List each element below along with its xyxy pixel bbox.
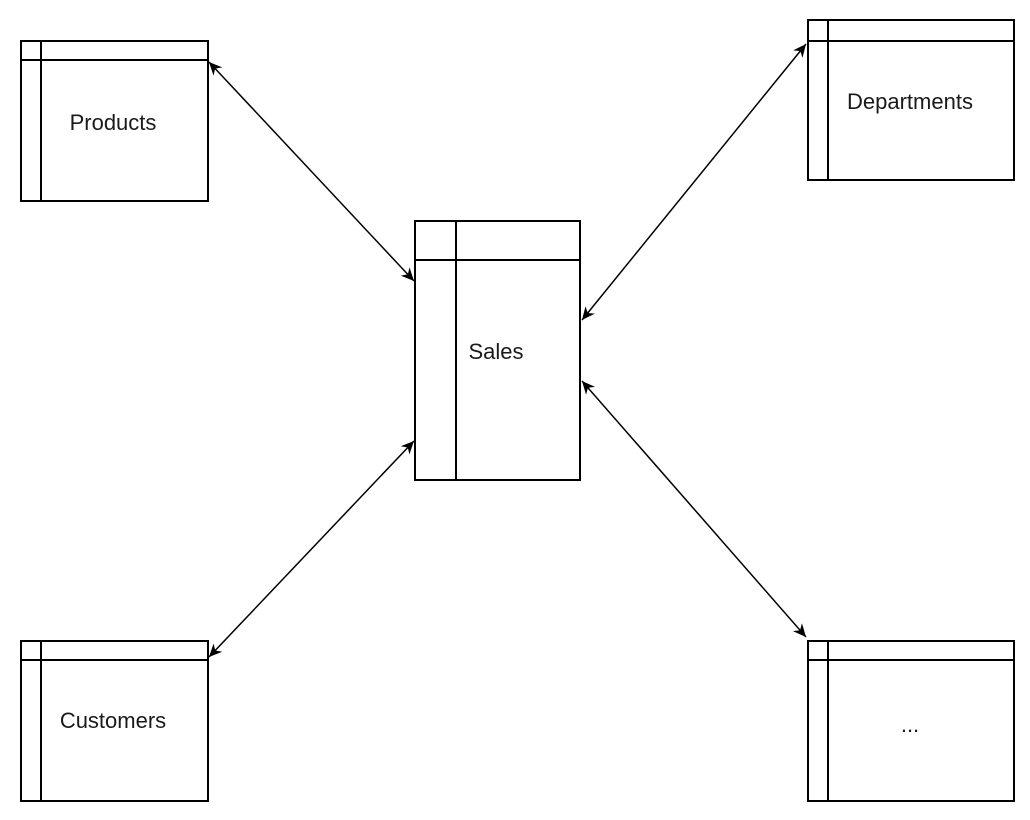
table-products-label: Products	[70, 110, 157, 135]
table-customers[interactable]: Customers	[20, 640, 209, 802]
table-departments[interactable]: Departments	[807, 19, 1015, 181]
table-sales-label: Sales	[468, 339, 523, 364]
connector-other-sales	[581, 380, 807, 638]
table-sales[interactable]: Sales	[414, 220, 581, 481]
table-other[interactable]: ...	[807, 640, 1015, 802]
connector-products-sales	[208, 61, 415, 282]
table-other-label: ...	[901, 712, 919, 737]
connector-departments-sales	[581, 43, 807, 321]
table-customers-label: Customers	[60, 708, 166, 733]
table-departments-label: Departments	[847, 89, 973, 114]
table-products[interactable]: Products	[20, 40, 209, 202]
connector-customers-sales	[208, 440, 415, 658]
